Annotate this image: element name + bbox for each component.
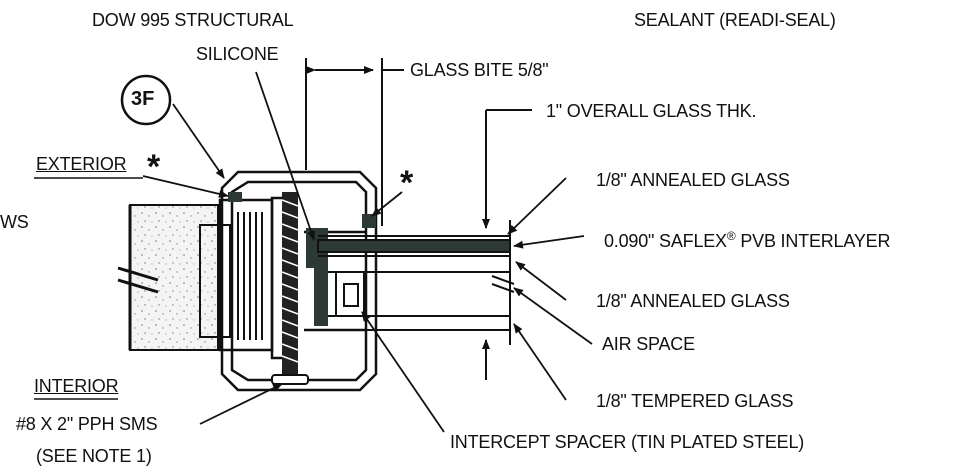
label-underlines: [34, 177, 143, 400]
wall-substrate: [128, 204, 219, 351]
detail-callout-label: 3F: [131, 88, 155, 110]
leader-lines: [142, 71, 593, 433]
label-sms-screw-line2: (SEE NOTE 1): [36, 446, 152, 466]
label-overall-glass-thk: 1" OVERALL GLASS THK.: [546, 101, 757, 121]
label-exterior: EXTERIOR: [36, 154, 127, 174]
frame-fins: [199, 212, 263, 340]
overall-thickness-dimension: [482, 109, 532, 380]
label-sms-screw-line1: #8 X 2" PPH SMS: [16, 414, 158, 434]
saflex-text-tail: PVB INTERLAYER: [735, 231, 891, 251]
label-left-fragment: WS: [0, 212, 29, 232]
label-interior: INTERIOR: [34, 376, 119, 396]
label-dow-silicone-line2: SILICONE: [196, 44, 279, 64]
saflex-text: 0.090" SAFLEX: [604, 231, 727, 251]
registered-mark: ®: [726, 229, 736, 243]
screw-fastener: [271, 192, 309, 385]
label-tempered-glass: 1/8" TEMPERED GLASS: [596, 391, 794, 411]
sealant-marker-glass: *: [400, 164, 414, 202]
label-intercept-spacer: INTERCEPT SPACER (TIN PLATED STEEL): [450, 432, 805, 452]
label-annealed-glass-top: 1/8" ANNEALED GLASS: [596, 170, 790, 190]
glass-unit: [317, 220, 511, 345]
break-symbol-left: [117, 266, 159, 294]
sealant-marker-exterior: *: [147, 148, 161, 186]
label-annealed-glass-bottom: 1/8" ANNEALED GLASS: [596, 291, 790, 311]
break-symbol-glass: [491, 275, 515, 293]
label-saflex-interlayer: 0.090" SAFLEX® PVB INTERLAYER: [604, 226, 890, 251]
label-air-space: AIR SPACE: [602, 334, 695, 354]
label-sealant: SEALANT (READI-SEAL): [634, 10, 836, 30]
detail-callout-bubble: [120, 74, 172, 126]
label-dow-silicone-line1: DOW 995 STRUCTURAL: [92, 10, 294, 30]
label-glass-bite: GLASS BITE 5/8": [410, 60, 549, 80]
glass-bite-dimension: [305, 58, 404, 226]
